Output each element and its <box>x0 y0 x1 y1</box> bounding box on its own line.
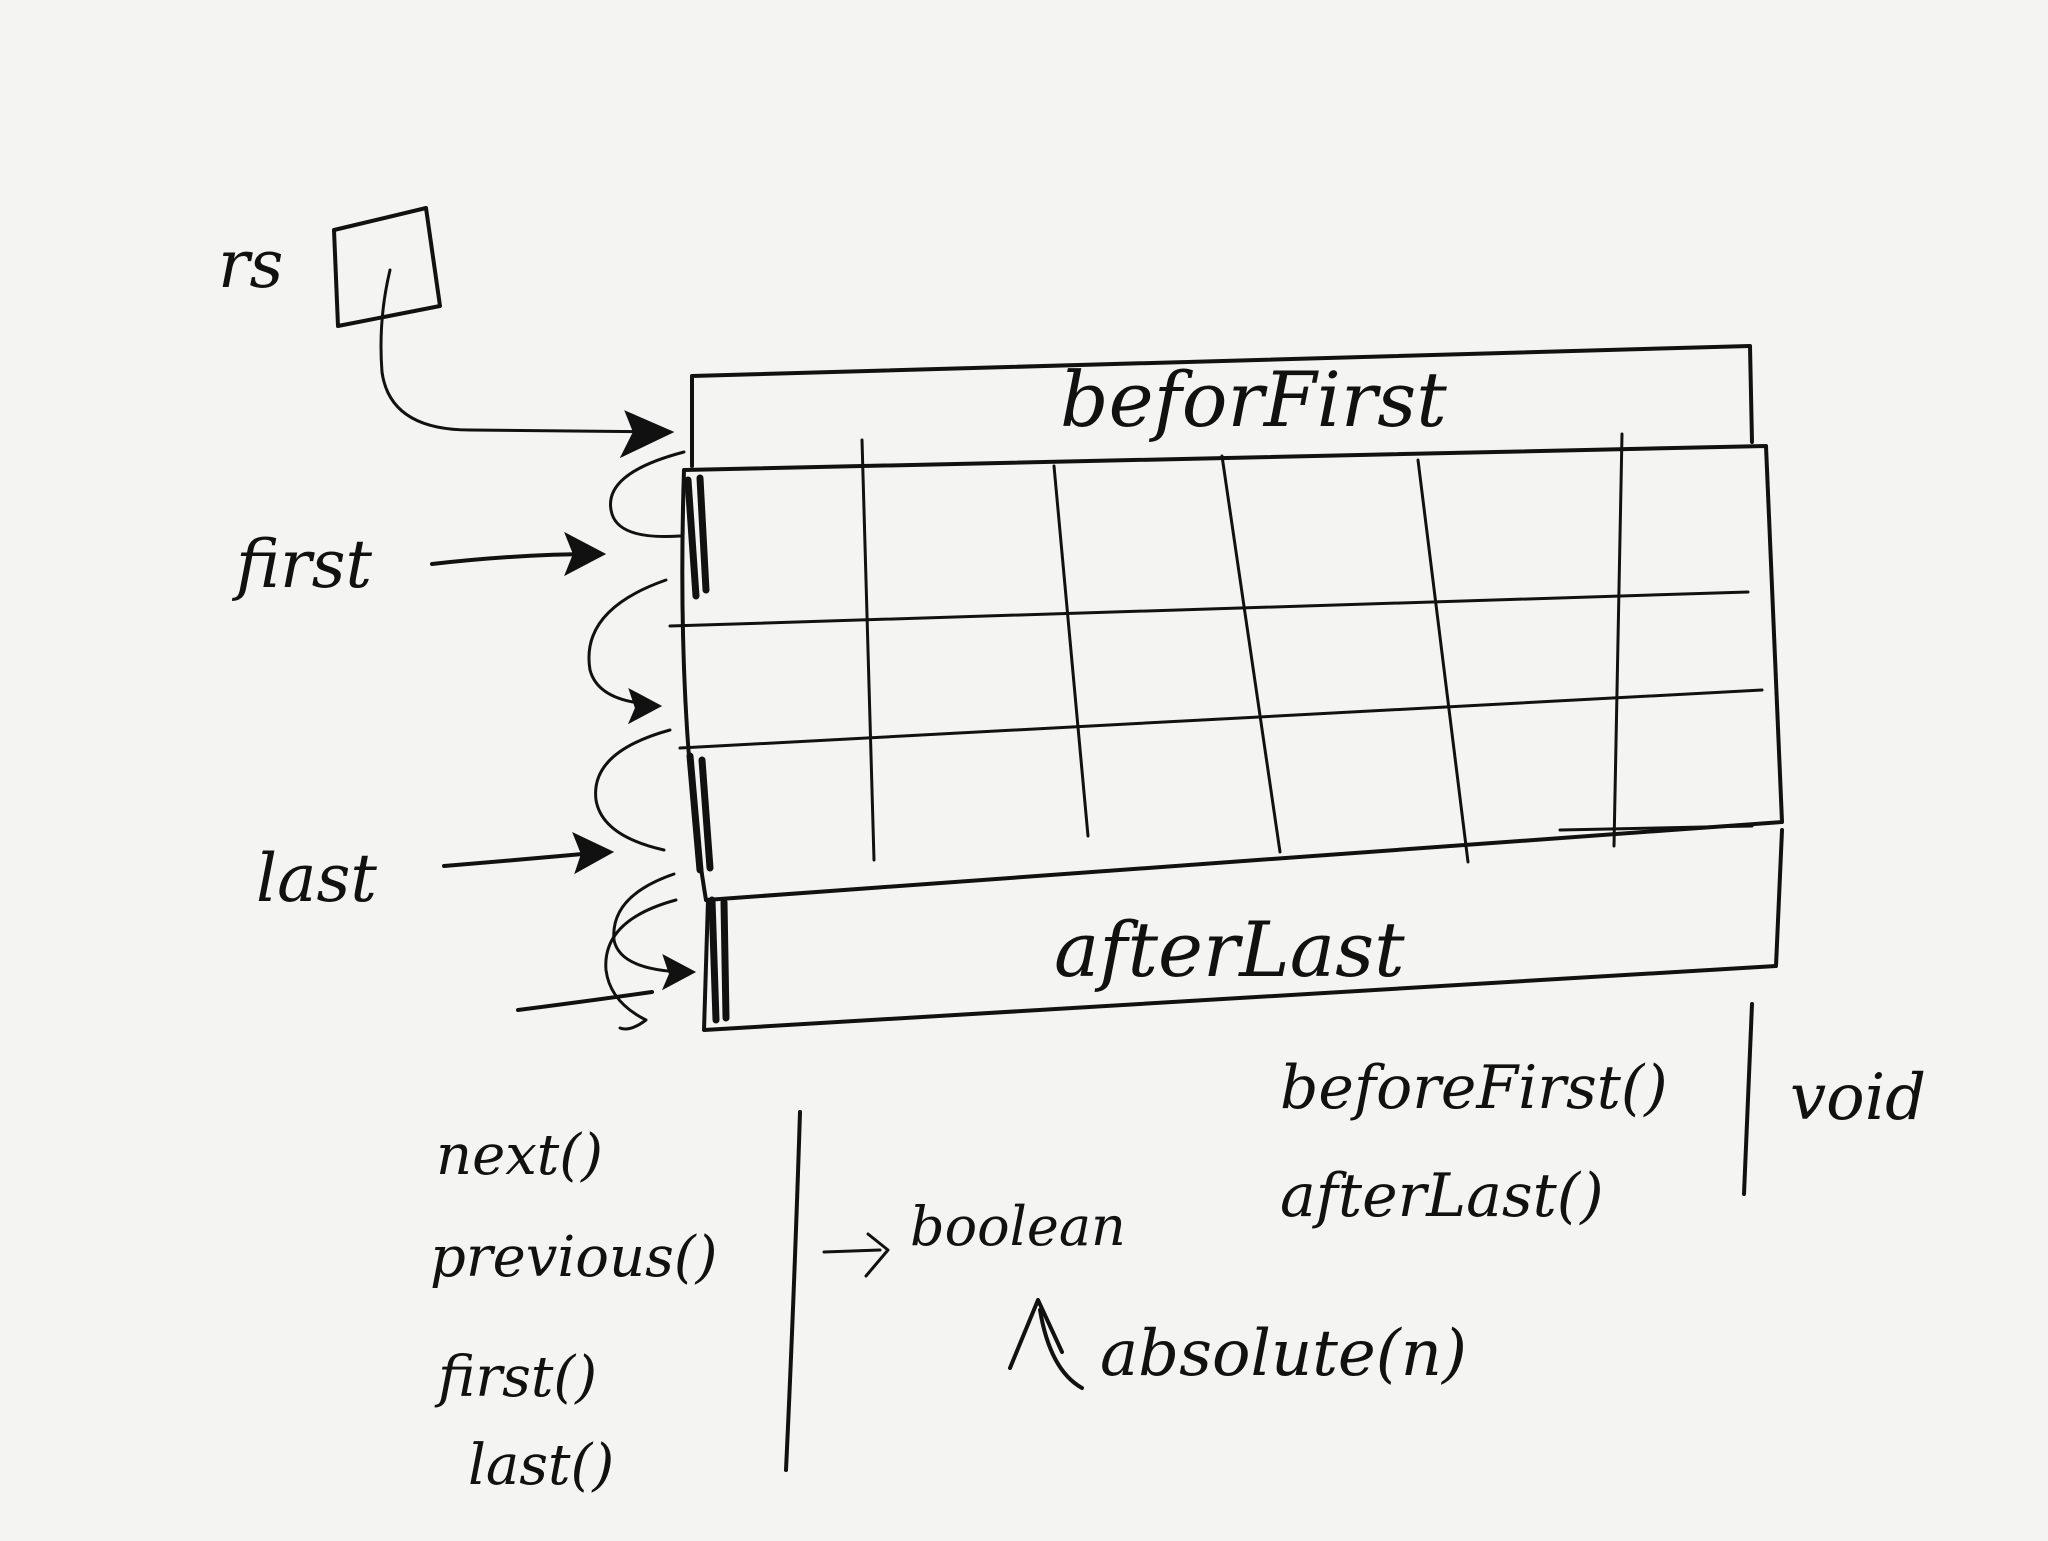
column-line <box>1220 454 1282 854</box>
previous-method-label: previous() <box>430 1225 718 1290</box>
before-first-method-label: beforeFirst() <box>1280 1053 1668 1123</box>
after-last-row-label: afterLast <box>1054 905 1405 994</box>
next-move-arrow <box>594 728 672 852</box>
last-row-cursor-mark <box>686 752 714 874</box>
next-move-arrow <box>604 898 678 1031</box>
last-method-label: last() <box>468 1433 615 1498</box>
after-last-pointer-arrow <box>516 990 654 1012</box>
column-line <box>1612 432 1624 848</box>
next-arrowhead <box>661 953 697 991</box>
data-table-outline <box>680 444 1784 902</box>
after-last-row <box>702 828 1784 1032</box>
column-line <box>1416 458 1470 864</box>
row-line <box>1558 824 1754 832</box>
last-label: last <box>256 840 377 917</box>
absolute-up-arrow <box>1008 1298 1084 1390</box>
last-arrowhead <box>572 832 615 875</box>
column-line <box>1052 464 1090 838</box>
after-last-method-label: afterLast() <box>1280 1161 1604 1231</box>
boolean-return-arrow <box>822 1248 882 1254</box>
next-move-arrow <box>612 872 686 974</box>
first-method-label: first() <box>438 1345 598 1410</box>
rs-label: rs <box>218 226 284 303</box>
row-line <box>678 688 1764 750</box>
column-line <box>860 438 876 862</box>
rs-arrowhead <box>619 410 675 459</box>
first-label: first <box>236 526 372 603</box>
next-method-label: next() <box>436 1123 603 1188</box>
first-arrowhead <box>564 531 607 577</box>
next-arrowhead <box>627 687 663 725</box>
boolean-return-arrowhead <box>864 1232 890 1278</box>
boolean-group-bracket <box>784 1110 802 1472</box>
void-group-bracket <box>1742 1002 1754 1196</box>
row-line <box>668 590 1750 628</box>
next-move-arrow <box>609 450 686 538</box>
after-last-cursor-mark <box>708 896 730 1024</box>
first-row-cursor-mark <box>684 474 710 600</box>
rs-pointer-arrow <box>379 268 670 434</box>
rs-reference-box <box>332 206 442 328</box>
absolute-method-label: absolute(n) <box>1100 1317 1467 1391</box>
next-move-arrow <box>587 578 668 706</box>
boolean-return-type: boolean <box>910 1195 1126 1258</box>
before-first-row-label: beforFirst <box>1060 355 1447 444</box>
void-return-type: void <box>1790 1061 1927 1135</box>
before-first-row <box>690 344 1754 468</box>
